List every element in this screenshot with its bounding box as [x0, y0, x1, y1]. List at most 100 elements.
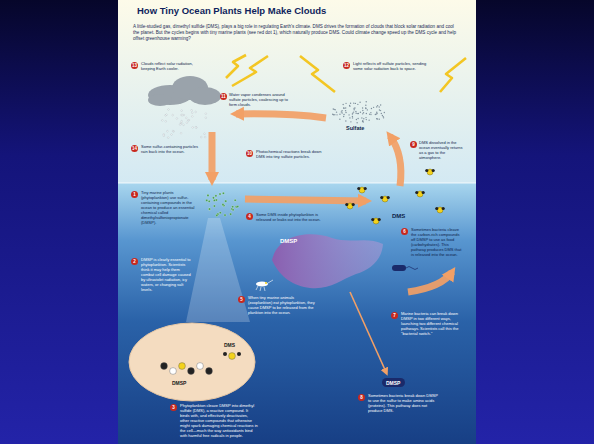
dmsp-atom: [161, 363, 168, 370]
callout-text: Some sulfur-containing particles rain ba…: [141, 144, 201, 154]
callout-number: 7: [391, 312, 398, 319]
dms-atom: [237, 352, 241, 356]
dmsp-atom: [188, 368, 195, 375]
sulfate-particle: [375, 113, 376, 114]
sulfate-particle: [363, 112, 364, 113]
phytoplankton-cell: [212, 197, 214, 199]
callout-number: 6: [401, 228, 408, 235]
node-label: DMSP: [386, 380, 400, 386]
rain-drop: [180, 122, 182, 124]
rain-drop: [205, 117, 207, 119]
callout-text: Marine bacteria can break down DMSP in t…: [401, 311, 461, 336]
sulfate-particle: [376, 112, 377, 113]
sulfate-particle: [362, 120, 363, 121]
sulfate-particle: [348, 114, 349, 115]
sulfate-particle: [379, 109, 380, 110]
callout-text: Photochemical reactions break down DMS i…: [256, 149, 328, 159]
sulfate-particle: [355, 113, 356, 114]
rain-drop: [185, 117, 187, 119]
bacterium: [392, 265, 418, 271]
sulfate-particle: [361, 117, 362, 118]
sulfate-particle: [359, 102, 360, 103]
sulfate-particle: [366, 113, 367, 114]
callout-text: Sometimes bacteria break down DMSP to us…: [368, 393, 440, 413]
phytoplankton-cell: [234, 199, 236, 201]
node-label: Sulfate: [346, 125, 364, 132]
sulfate-particle: [339, 119, 340, 120]
sulfate-particle: [341, 111, 342, 112]
cell-inset: DMSDMSP: [128, 322, 256, 402]
sulfate-particle: [365, 105, 366, 106]
sulfate-particle: [343, 114, 344, 115]
sulfate-particle: [334, 109, 335, 110]
callout-text: Light reflects off sulfate particles, se…: [353, 61, 431, 71]
rain-drop: [200, 136, 202, 138]
sulfate-particle: [362, 121, 363, 122]
callout-number: 9: [410, 141, 417, 148]
sulfate-particle: [365, 107, 366, 108]
sulfate-particle: [350, 103, 351, 104]
node-label: DMS: [224, 342, 235, 348]
sulfate-particle: [333, 114, 334, 115]
rain-drop: [191, 112, 193, 114]
rain-drop: [181, 110, 183, 112]
callout-number: 10: [246, 150, 253, 157]
sulfate-particle: [336, 114, 337, 115]
sulfate-particle: [339, 114, 340, 115]
phytoplankton-cell: [232, 206, 234, 208]
sulfate-particle: [356, 122, 357, 123]
phytoplankton-cell: [222, 192, 224, 194]
sea-surface: [118, 183, 476, 184]
sky: [118, 0, 476, 184]
rain-drop: [168, 109, 170, 111]
phytoplankton-cell: [208, 208, 210, 210]
callout-number: 3: [170, 404, 177, 411]
rain-drop: [204, 136, 206, 138]
sulfate-particle: [370, 112, 371, 113]
rain-drop: [166, 114, 168, 116]
callout-number: 11: [220, 93, 227, 100]
dmsp-atom: [179, 363, 186, 370]
sulfate-particle: [363, 118, 364, 119]
rain-drop: [167, 137, 169, 139]
sulfate-particle: [381, 113, 382, 114]
rain-drop: [179, 124, 181, 126]
rain-drop: [205, 113, 207, 115]
sulfate-particle: [357, 113, 358, 114]
sulfate-particle: [345, 103, 346, 104]
dmsp-plume-shape: [272, 234, 383, 288]
sulfate-particle: [345, 110, 346, 111]
sulfate-particle: [343, 108, 344, 109]
callout-text: Sometimes bacteria cleave the carbon-ric…: [411, 227, 463, 257]
sulfate-particle: [368, 119, 369, 120]
rain-drop: [195, 126, 197, 128]
rain-drop: [196, 127, 198, 129]
sulfate-particle: [341, 110, 342, 111]
poster-title: How Tiny Ocean Plants Help Make Clouds: [137, 5, 326, 16]
rain-drop: [167, 130, 169, 132]
callout-number: 2: [131, 258, 138, 265]
sulfate-particle: [363, 121, 364, 122]
dms-molecules: [345, 169, 445, 224]
intro-text: A little-studied gas, dimethyl sulfide (…: [133, 24, 461, 42]
phytoplankton-cell: [216, 214, 218, 216]
sulfate-particle: [357, 104, 358, 105]
sulfate-particle: [345, 112, 346, 113]
sulfate-particle: [353, 109, 354, 110]
sulfate-particle: [352, 112, 353, 113]
sulfate-particle: [376, 113, 377, 114]
callout-number: 8: [358, 394, 365, 401]
sulfate-particle: [367, 109, 368, 110]
sulfate-particle: [349, 106, 350, 107]
callout-number: 1: [131, 191, 138, 198]
sulfate-cloud: Sulfate: [330, 100, 390, 134]
molecule-label: DMS: [392, 213, 405, 220]
rain-drop: [172, 114, 174, 116]
phytoplankton-cell: [222, 204, 224, 206]
callout-text: Tiny marine plants (phytoplankton) use s…: [141, 190, 199, 225]
phytoplankton-cell: [219, 193, 221, 195]
phytoplankton-cell: [206, 199, 208, 201]
sulfate-particle: [365, 117, 366, 118]
sulfate-particle: [345, 120, 346, 121]
